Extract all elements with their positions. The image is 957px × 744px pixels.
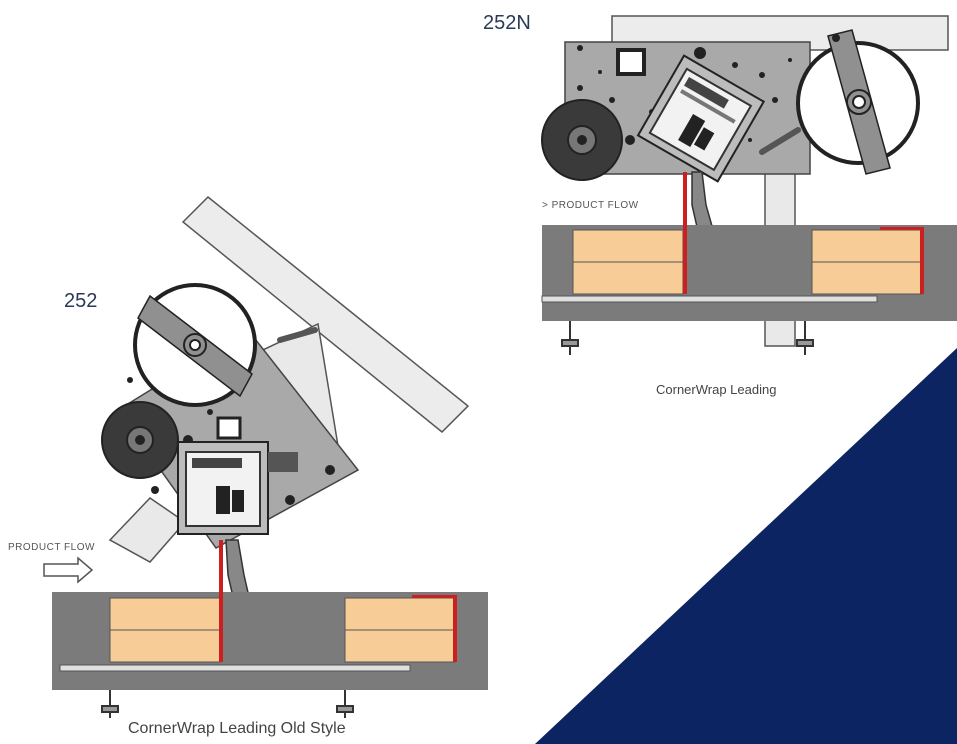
model-label-252n: 252N [483, 12, 531, 34]
print-head-252 [177, 441, 298, 535]
square-window-252n [616, 48, 646, 76]
red-labels-252n [683, 172, 924, 294]
print-head-252n [636, 54, 766, 183]
conveyor-legs-252n [561, 321, 814, 355]
model-label-252: 252 [64, 290, 98, 312]
conveyor-legs-252 [101, 690, 354, 718]
red-labels-252 [219, 540, 457, 662]
diagonal-arm-252 [181, 195, 470, 434]
product-flow-label-252n: > PRODUCT FLOW [542, 200, 639, 211]
machine-252n [541, 15, 957, 355]
boxes-252n [572, 229, 923, 295]
square-window-252 [216, 416, 242, 440]
product-flow-arrow-icon [43, 556, 94, 584]
caption-252: CornerWrap Leading Old Style [128, 720, 346, 737]
caption-252n: CornerWrap Leading [656, 382, 777, 397]
product-flow-label-252: PRODUCT FLOW [8, 542, 95, 553]
machine-252 [43, 195, 488, 718]
navy-corner-triangle [535, 348, 957, 744]
